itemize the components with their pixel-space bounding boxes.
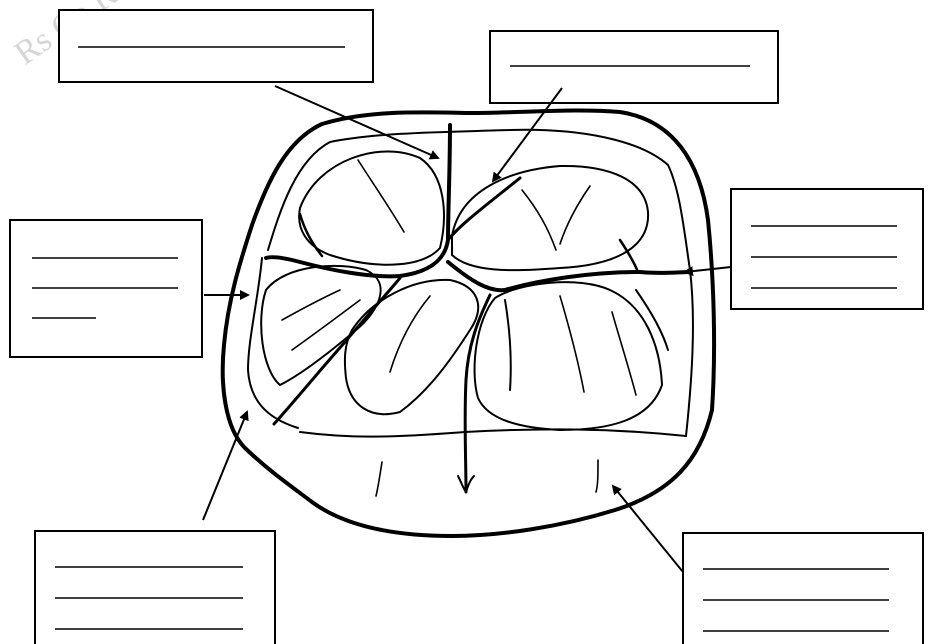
ridge-lines (282, 160, 636, 496)
label-box-bottom-right[interactable] (683, 533, 923, 644)
label-box-top-left[interactable] (59, 10, 373, 82)
cusp-lingual-center (345, 280, 478, 414)
cusps (261, 151, 662, 430)
label-box-mid-right[interactable] (731, 189, 923, 309)
label-box-mid-left[interactable] (10, 220, 202, 357)
cusp-mesiolingual (261, 266, 380, 385)
arrow-bottom-right (613, 486, 683, 572)
tooth-outline (223, 110, 714, 536)
cusp-distal-center (475, 282, 662, 430)
arrow-top-left (275, 86, 438, 158)
label-box-bottom-left[interactable] (35, 531, 275, 644)
arrow-bottom-left (203, 412, 247, 520)
label-box-top-right[interactable] (490, 31, 778, 103)
arrow-mid-right (685, 267, 731, 272)
cusp-distobuccal (452, 166, 648, 270)
cusp-mesiobuccal (299, 151, 444, 264)
